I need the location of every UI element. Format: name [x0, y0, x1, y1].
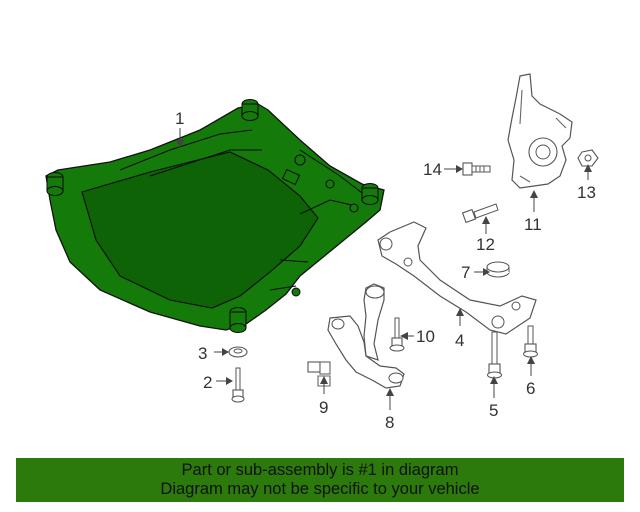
- callout-7: 7: [461, 263, 470, 282]
- callout-11: 11: [524, 215, 542, 234]
- callout-6: 6: [526, 379, 535, 398]
- callout-5: 5: [489, 401, 498, 420]
- callout-14: 14: [423, 160, 442, 179]
- bolt-part-9[interactable]: [307, 361, 331, 387]
- bushing-part-7[interactable]: [486, 261, 510, 278]
- knuckle-part-11[interactable]: [507, 73, 573, 189]
- callout-9: 9: [319, 398, 328, 417]
- bolt-part-12[interactable]: [461, 203, 499, 224]
- assembly-note-banner: Part or sub-assembly is #1 in diagram Di…: [16, 458, 624, 502]
- nut-part-13[interactable]: [577, 149, 599, 167]
- callout-13: 13: [577, 183, 596, 202]
- subframe-part-1[interactable]: [45, 99, 385, 333]
- callout-3: 3: [198, 344, 207, 363]
- callout-labels: 1 2 3 4 5 6 7 8 9 10 11 12 13 14: [175, 109, 596, 432]
- callout-4: 4: [455, 331, 464, 350]
- bolt-part-6[interactable]: [523, 325, 538, 358]
- brace-part-4[interactable]: [377, 221, 537, 335]
- callout-1: 1: [175, 109, 184, 128]
- callout-2: 2: [203, 373, 212, 392]
- bolt-part-14[interactable]: [462, 162, 491, 176]
- bolt-part-5[interactable]: [487, 331, 502, 379]
- control-arm-part-8[interactable]: [327, 283, 405, 389]
- banner-line-2: Diagram may not be specific to your vehi…: [160, 480, 480, 498]
- bolt-part-2[interactable]: [231, 367, 245, 403]
- washer-part-3[interactable]: [228, 346, 248, 358]
- callout-12: 12: [476, 235, 495, 254]
- leader-lines: [176, 128, 592, 410]
- callout-10: 10: [416, 327, 435, 346]
- callout-8: 8: [385, 413, 394, 432]
- bolt-part-10[interactable]: [389, 317, 405, 352]
- banner-line-1: Part or sub-assembly is #1 in diagram: [181, 461, 459, 479]
